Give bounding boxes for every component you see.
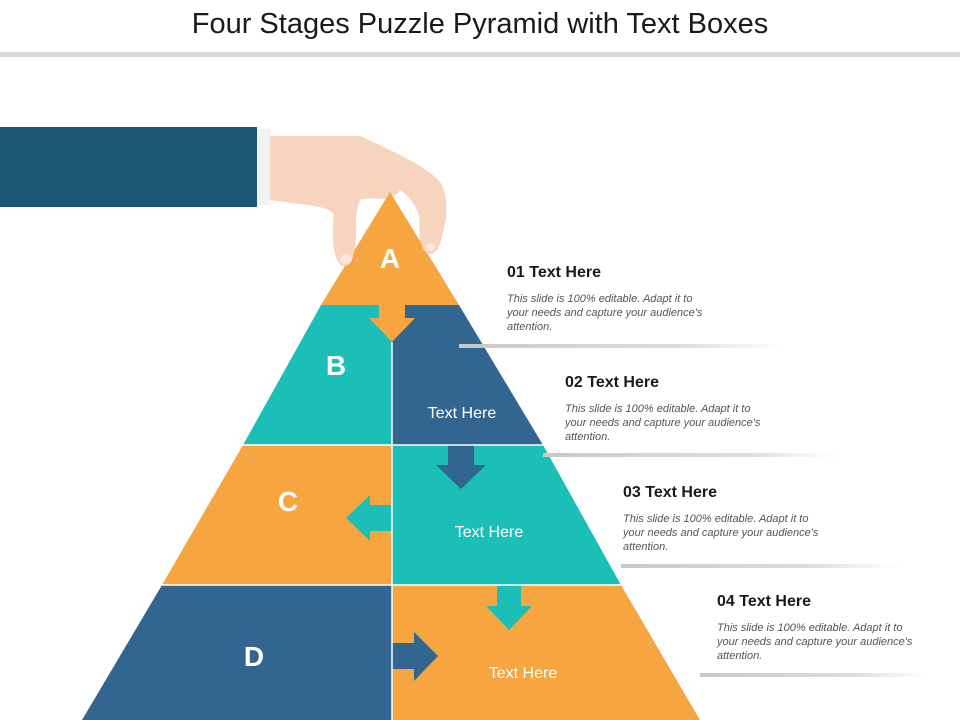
slide-title: Four Stages Puzzle Pyramid with Text Box… bbox=[191, 8, 769, 40]
thumb-tip bbox=[419, 208, 443, 254]
stage-box-2: 02 Text Here This slide is 100% editable… bbox=[565, 374, 780, 444]
arrow-d-up bbox=[255, 542, 301, 585]
segment-a-letter: A bbox=[380, 243, 400, 274]
segment-c-letter: C bbox=[278, 486, 298, 517]
segment-a-top bbox=[321, 192, 459, 305]
segment-b-left bbox=[243, 305, 392, 445]
segment-d-left bbox=[82, 585, 392, 720]
pyramid bbox=[82, 192, 700, 720]
segment-c-right bbox=[392, 445, 621, 585]
hand-shape bbox=[270, 136, 447, 267]
stage-description-1: This slide is 100% editable. Adapt it to… bbox=[507, 293, 703, 333]
cuff-shape bbox=[257, 129, 270, 205]
segment-b-text: Text Here bbox=[428, 405, 497, 422]
stage-divider-3 bbox=[621, 564, 901, 568]
stage-description-4: This slide is 100% editable. Adapt it to… bbox=[717, 622, 913, 662]
segment-c-text: Text Here bbox=[455, 524, 524, 541]
hand-illustration bbox=[0, 127, 447, 267]
stage-heading-4: 04 Text Here bbox=[717, 593, 811, 610]
finger-tip bbox=[333, 204, 357, 266]
segment-d-right bbox=[392, 585, 700, 720]
arrow-c-up bbox=[295, 401, 339, 445]
arrow-c-left bbox=[346, 495, 392, 541]
segment-d-letter: D bbox=[244, 641, 264, 672]
stage-description-2: This slide is 100% editable. Adapt it to… bbox=[565, 403, 761, 443]
fingertips bbox=[333, 204, 443, 266]
stage-dividers bbox=[459, 344, 930, 677]
stage-heading-2: 02 Text Here bbox=[565, 374, 659, 391]
segment-c-left bbox=[162, 445, 392, 585]
sleeve-shape bbox=[0, 127, 257, 207]
title-divider bbox=[0, 52, 960, 57]
arrow-b-down bbox=[436, 445, 486, 489]
segment-b-right bbox=[392, 305, 543, 445]
segment-b-letter: B bbox=[326, 350, 346, 381]
arrow-b-right bbox=[392, 345, 438, 404]
stage-description-3: This slide is 100% editable. Adapt it to… bbox=[623, 513, 819, 553]
stage-box-4: 04 Text Here This slide is 100% editable… bbox=[717, 593, 932, 663]
thumb-nail bbox=[425, 243, 435, 251]
stage-box-1: 01 Text Here This slide is 100% editable… bbox=[507, 264, 722, 334]
stage-heading-1: 01 Text Here bbox=[507, 264, 601, 281]
stage-heading-3: 03 Text Here bbox=[623, 484, 717, 501]
segment-d-text: Text Here bbox=[489, 665, 558, 682]
finger-nail bbox=[340, 254, 352, 264]
stage-divider-2 bbox=[543, 453, 843, 457]
stage-box-3: 03 Text Here This slide is 100% editable… bbox=[623, 484, 838, 554]
arrow-c-down bbox=[486, 585, 532, 630]
arrow-d-right bbox=[392, 632, 438, 681]
stage-divider-1 bbox=[459, 344, 789, 348]
arrow-a-down bbox=[369, 305, 415, 342]
stage-divider-4 bbox=[700, 673, 930, 677]
